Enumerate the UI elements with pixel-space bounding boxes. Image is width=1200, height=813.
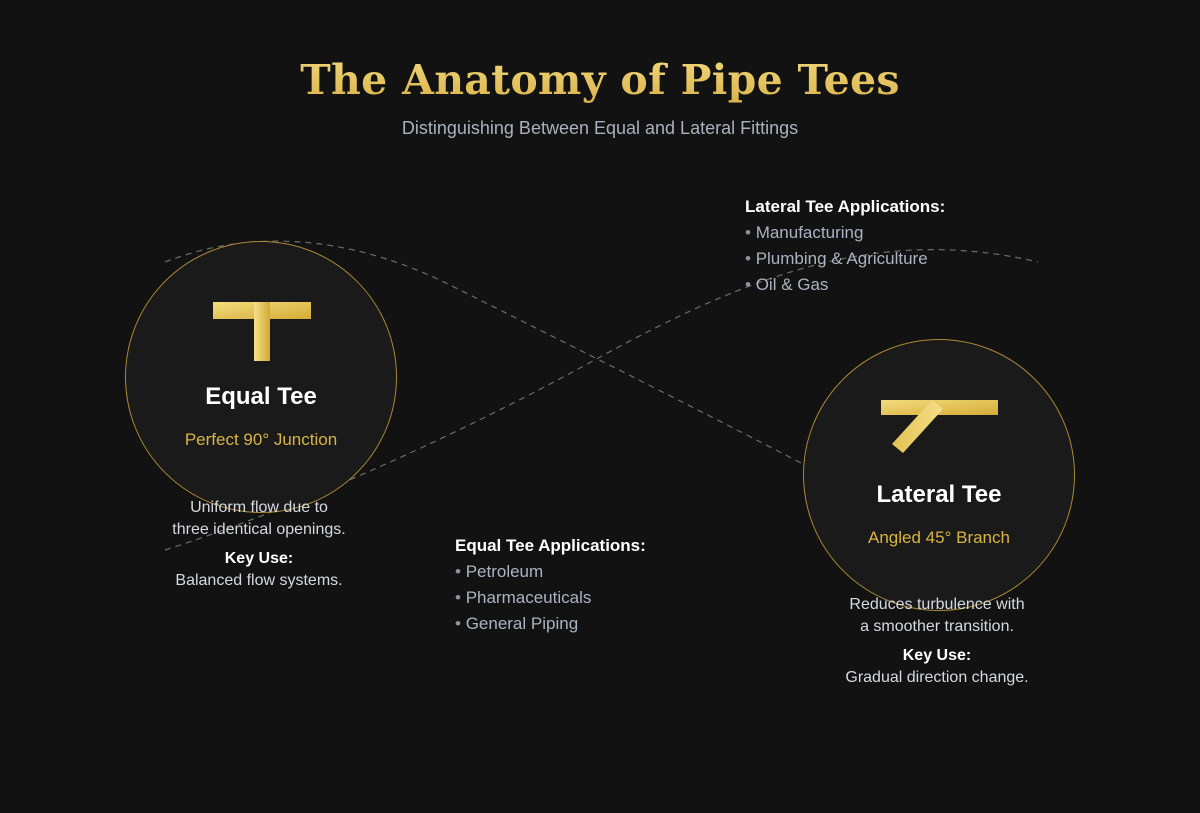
equal-tee-applications-title: Equal Tee Applications: [455, 536, 646, 555]
equal-tee-key-use-label: Key Use: [224, 550, 294, 567]
lateral-tee-application-item: Plumbing & Agriculture [745, 246, 945, 272]
lateral-tee-name: Lateral Tee [876, 481, 1002, 508]
lateral-tee-subtitle: Angled 45° Branch [868, 528, 1010, 547]
equal-tee-description: Uniform flow due to three identical open… [140, 497, 378, 592]
equal-tee-description-line1: Uniform flow due to [190, 499, 328, 516]
lateral-tee-description-line1: Reduces turbulence with [849, 596, 1025, 613]
equal-tee-description-line2: three identical openings. [172, 521, 346, 538]
equal-tee-application-item: Pharmaceuticals [455, 585, 646, 611]
lateral-tee-applications: Lateral Tee Applications: Manufacturing … [745, 194, 945, 298]
lateral-tee-application-item: Oil & Gas [745, 272, 945, 298]
lateral-tee-icon [881, 400, 998, 453]
lateral-tee-description: Reduces turbulence with a smoother trans… [818, 594, 1056, 689]
equal-tee-subtitle: Perfect 90° Junction [184, 430, 338, 449]
lateral-tee-key-use-label: Key Use: [902, 647, 972, 664]
lateral-tee-applications-title: Lateral Tee Applications: [745, 197, 946, 216]
equal-tee-applications: Equal Tee Applications: Petroleum Pharma… [455, 533, 646, 637]
equal-tee-name: Equal Tee [205, 383, 317, 410]
lateral-tee-card: Lateral Tee Angled 45° Branch [803, 339, 1075, 611]
equal-tee-key-use: Balanced flow systems. [175, 572, 343, 589]
lateral-tee-key-use: Gradual direction change. [845, 669, 1029, 686]
equal-tee-application-item: Petroleum [455, 559, 646, 585]
equal-tee-card: Equal Tee Perfect 90° Junction [125, 241, 397, 513]
equal-tee-application-item: General Piping [455, 611, 646, 637]
lateral-tee-description-line2: a smoother transition. [860, 618, 1014, 635]
equal-tee-icon [213, 302, 311, 361]
page-subtitle: Distinguishing Between Equal and Lateral… [401, 118, 799, 138]
page-title: The Anatomy of Pipe Tees [0, 56, 1200, 104]
lateral-tee-application-item: Manufacturing [745, 220, 945, 246]
